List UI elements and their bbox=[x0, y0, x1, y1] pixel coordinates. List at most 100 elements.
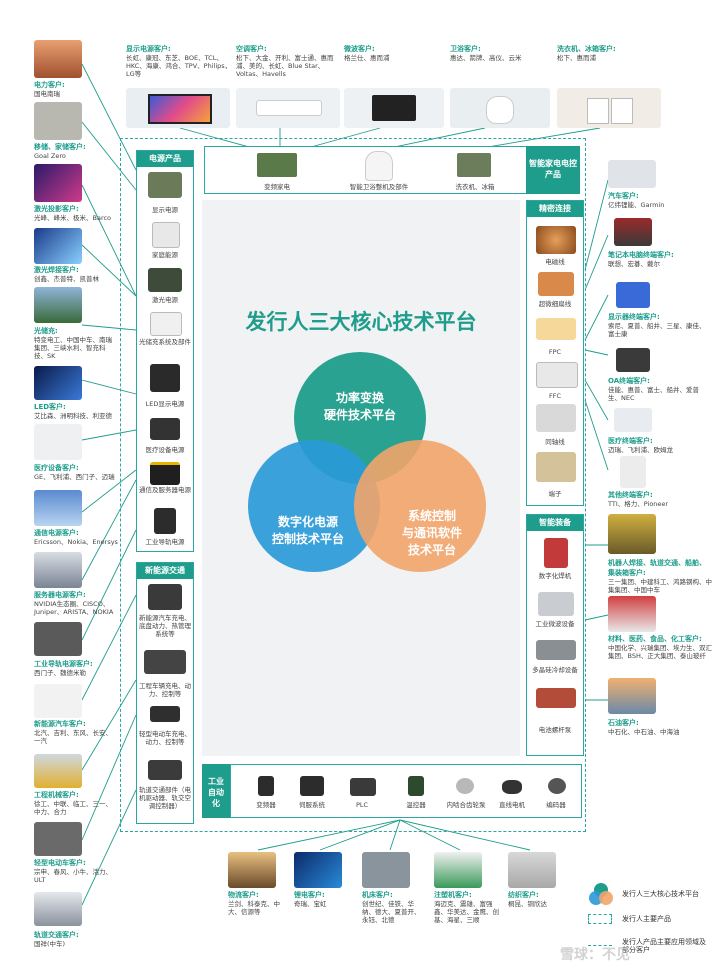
right-customer-1: 笔记本电脑终端客户: 联想、宏碁、戴尔 bbox=[608, 250, 708, 268]
item-label: 伺服系统 bbox=[299, 801, 325, 809]
customer-title: 卫浴客户: bbox=[450, 45, 481, 53]
smart-toilet-image bbox=[365, 151, 393, 181]
train-image bbox=[34, 892, 82, 926]
item-label: 光储充系统及部件 bbox=[139, 338, 191, 346]
customer-title: 空调客户: bbox=[236, 45, 267, 53]
customer-desc: 海迈克、震雄、富强鑫、华美达、金鹰、创基、海星、三顺 bbox=[434, 900, 499, 924]
item-label: 变频器 bbox=[256, 801, 276, 809]
rail-psu-image bbox=[154, 508, 176, 534]
right-customer-8: 石油客户: 中石化、中石油、中海油 bbox=[608, 718, 712, 736]
item-label: LED显示电源 bbox=[145, 400, 185, 408]
customer-title: 其他终端客户: bbox=[608, 491, 653, 499]
top-customer-bath: 卫浴客户: 惠达、箭牌、高仪、云米 bbox=[450, 44, 550, 62]
customer-title: 工业导轨电源客户: bbox=[34, 660, 93, 668]
customer-desc: GE、飞利浦、西门子、迈瑞 bbox=[34, 473, 115, 481]
nev-panel: 新能源交通 bbox=[136, 562, 194, 824]
pv-storage-site-image bbox=[34, 287, 82, 323]
customer-title: 石油客户: bbox=[608, 719, 639, 727]
circle-right-text: 系统控制 与通讯软件 技术平台 bbox=[382, 508, 482, 559]
customer-desc: 惠达、箭牌、高仪、云米 bbox=[450, 54, 522, 62]
customer-desc: 北汽、吉利、东风、长安、一汽 bbox=[34, 729, 112, 745]
textile-image bbox=[508, 852, 556, 888]
item-label: 智能卫浴整机及部件 bbox=[349, 183, 409, 191]
right-customer-0: 汽车客户: 亿纬锂能、Garmin bbox=[608, 191, 704, 209]
washer-image bbox=[557, 88, 661, 128]
customer-desc: 徐工、中联、临工、三一、中力、合力 bbox=[34, 800, 112, 816]
products-dashed-frame bbox=[120, 138, 586, 832]
customer-desc: 创鑫、杰普特、凯普林 bbox=[34, 275, 99, 283]
right-customer-6: 机器人焊接、轨道交通、船舶、集装箱客户: 三一集团、中建科工、鸿路钢构、中集集团… bbox=[608, 558, 712, 594]
customer-title: 笔记本电脑终端客户: bbox=[608, 251, 674, 259]
smart-home-title: 智能家电电控产品 bbox=[526, 146, 580, 194]
customer-title: 注塑机客户: bbox=[434, 891, 472, 899]
item-label: 轻型电动车充电、动力、控制等 bbox=[139, 730, 191, 746]
customer-desc: 特变电工、中国中车、南瑞集团、三峡水利、智充科技、SK bbox=[34, 336, 112, 360]
venn-diagram bbox=[248, 352, 486, 572]
customer-title: 轻型电动车客户: bbox=[34, 859, 86, 867]
customer-desc: 佳能、惠普、富士、船井、爱普生、NEC bbox=[608, 386, 699, 402]
left-customer-9: 工业导轨电源客户: 西门子、魏德米勒 bbox=[34, 659, 118, 677]
customer-title: 洗衣机、冰箱客户: bbox=[557, 45, 616, 53]
customer-desc: 艾比森、洲明科技、利亚德 bbox=[34, 412, 112, 420]
customer-desc: 索尼、夏普、船井、三星、康佳、富士康 bbox=[608, 322, 706, 338]
customer-desc: 联想、宏碁、戴尔 bbox=[608, 260, 660, 268]
left-customer-10: 新能源汽车客户: 北汽、吉利、东风、长安、一汽 bbox=[34, 719, 118, 745]
customer-desc: 国祥(中车) bbox=[34, 940, 66, 948]
left-customer-0: 电力客户: 国电南瑞 bbox=[34, 80, 118, 98]
legend-label-products: 发行人主要产品 bbox=[622, 915, 671, 923]
customer-desc: 桐昆、铜欣达 bbox=[508, 900, 547, 908]
customer-desc: 西门子、魏德米勒 bbox=[34, 669, 86, 677]
power-products-title: 电源产品 bbox=[137, 151, 193, 167]
customer-desc: 长虹、康冠、东芝、BOE、TCL、HKC、海康、鸿合、TPV、Philips，L… bbox=[126, 54, 232, 78]
laser-projector-image bbox=[34, 164, 82, 202]
circle-system-control bbox=[354, 440, 486, 572]
logistics-image bbox=[228, 852, 276, 888]
legend-venn-icon bbox=[589, 883, 613, 905]
customer-title: 医疗终端客户: bbox=[608, 437, 653, 445]
item-label: 内啮合齿轮泵 bbox=[446, 801, 486, 809]
customer-desc: 奇瑞、宝虹 bbox=[294, 900, 327, 908]
item-label: 电池螺杆泵 bbox=[538, 726, 572, 734]
customer-desc: Ericsson、Nokia、Enersys bbox=[34, 538, 118, 546]
circle-right-line1: 系统控制 bbox=[407, 509, 456, 523]
legend-dashed-box bbox=[588, 914, 612, 924]
customer-desc: 宗申、春风、小牛、活力、ULT bbox=[34, 868, 112, 884]
other-terminal-image bbox=[620, 456, 646, 488]
top-customer-washer: 洗衣机、冰箱客户: 松下、惠而浦 bbox=[557, 44, 667, 62]
item-label: 医疗设备电源 bbox=[145, 446, 185, 454]
customer-title: 移储、家储客户: bbox=[34, 143, 86, 151]
left-customer-2: 激光投影客户: 光峰、峰米、极米、Barco bbox=[34, 204, 118, 222]
washer-board-image bbox=[457, 153, 491, 177]
nev-charger-image bbox=[148, 584, 182, 610]
medical-terminal-image bbox=[614, 408, 652, 432]
customer-title: 物流客户: bbox=[228, 891, 259, 899]
item-label: 电磁线 bbox=[545, 258, 565, 266]
item-label: PLC bbox=[355, 801, 369, 809]
microwave-image bbox=[344, 88, 444, 128]
lithium-image bbox=[294, 852, 342, 888]
customer-title: 医疗设备客户: bbox=[34, 464, 79, 472]
item-label: 新能源汽车充电、底盘动力、热管理系统等 bbox=[139, 614, 191, 638]
customer-title: 材料、医药、食品、化工客户: bbox=[608, 635, 702, 643]
pv-storage-image bbox=[150, 312, 182, 336]
left-customer-7: 通信电源客户: Ericsson、Nokia、Enersys bbox=[34, 528, 118, 546]
rail-part-image bbox=[148, 760, 182, 780]
customer-title: 微波客户: bbox=[344, 45, 375, 53]
industrial-title: 工业自动化 bbox=[202, 764, 230, 818]
right-customer-5: 其他终端客户: TTI、格力、Pioneer bbox=[608, 490, 708, 508]
item-label: 变频家电 bbox=[264, 183, 290, 191]
item-label: 轨道交通部件（电机驱动器、轨交空调控制器） bbox=[139, 786, 191, 810]
customer-title: OA终端客户: bbox=[608, 377, 650, 385]
customer-desc: 松下、大金、开利、富士通、惠而浦、美的、长虹、Blue Star、Voltas、… bbox=[236, 54, 334, 78]
bottom-customer-3: 注塑机客户: 海迈克、震雄、富强鑫、华美达、金鹰、创基、海星、三顺 bbox=[434, 890, 502, 924]
item-label: 多晶硅冷却设备 bbox=[532, 666, 578, 674]
customer-title: 通信电源客户: bbox=[34, 529, 79, 537]
telecom-tower-image bbox=[34, 490, 82, 526]
laser-welding-image bbox=[34, 228, 82, 264]
right-customer-4: 医疗终端客户: 迈瑞、飞利浦、欧姆龙 bbox=[608, 436, 708, 454]
smart-equipment-title: 智能装备 bbox=[527, 515, 583, 531]
customer-title: 激光焊接客户: bbox=[34, 266, 79, 274]
toilet-image bbox=[450, 88, 550, 128]
item-label: 家庭能源 bbox=[152, 251, 178, 259]
